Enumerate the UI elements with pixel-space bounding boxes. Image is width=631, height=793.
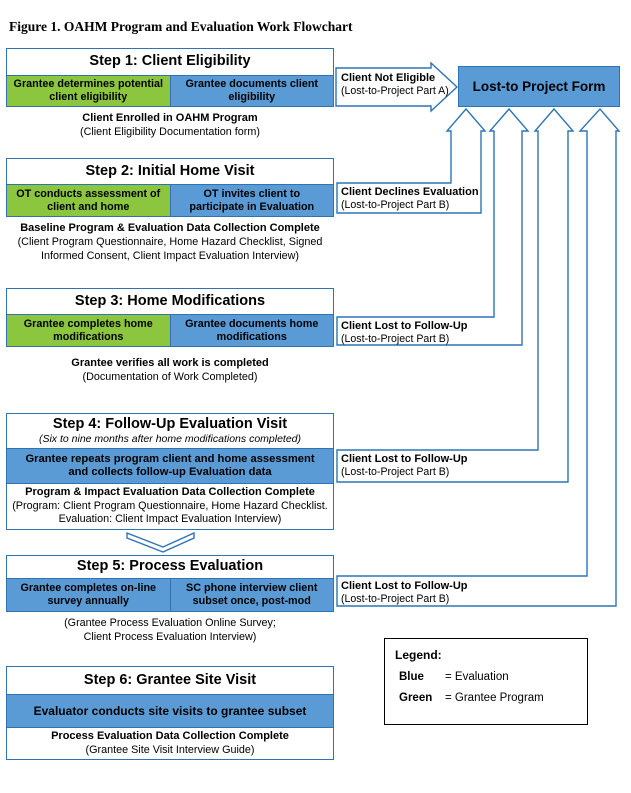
step2-note: Baseline Program & Evaluation Data Colle…	[6, 221, 334, 263]
label-client-lost-step5: Client Lost to Follow-Up (Lost-to-Projec…	[341, 579, 467, 607]
label-c-bold: Client Lost to Follow-Up	[341, 320, 468, 332]
label-d-sub: (Lost-to-Project Part B)	[341, 466, 450, 479]
step1-note-bold: Client Enrolled in OAHM Program	[82, 112, 258, 124]
label-b-bold: Client Declines Evaluation	[341, 186, 479, 198]
elbow-arrow-step4	[336, 107, 575, 483]
step3-note-bold: Grantee verifies all work is completed	[71, 357, 269, 369]
legend-box: Legend: Blue = Evaluation Green = Grante…	[384, 638, 588, 725]
label-a-bold: Client Not Eligible	[341, 72, 436, 84]
elbow-arrow-step3	[336, 107, 530, 346]
step6-note: Process Evaluation Data Collection Compl…	[7, 728, 333, 759]
label-a-sub: (Lost-to-Project Part A)	[341, 85, 449, 98]
label-e-sub: (Lost-to-Project Part B)	[341, 593, 450, 606]
step4-header: Step 4: Follow-Up Evaluation Visit (Six …	[7, 414, 333, 448]
legend-term-green: Green	[399, 692, 433, 704]
step6-note-line: (Grantee Site Visit Interview Guide)	[85, 743, 255, 756]
step5-header: Step 5: Process Evaluation	[7, 556, 333, 578]
legend-term-blue: Blue	[399, 671, 424, 683]
step6-eval-band: Evaluator conducts site visits to grante…	[7, 694, 333, 728]
step5-interview-cell: SC phone interview client subset once, p…	[169, 579, 333, 611]
step2-box: Step 2: Initial Home Visit OT conducts a…	[6, 158, 334, 217]
step1-header: Step 1: Client Eligibility	[7, 49, 333, 75]
label-client-not-eligible: Client Not Eligible (Lost-to-Project Par…	[341, 71, 449, 99]
label-client-lost-step4: Client Lost to Follow-Up (Lost-to-Projec…	[341, 452, 467, 480]
elbow-arrow-step5	[336, 107, 621, 607]
step3-note-line: (Documentation of Work Completed)	[82, 370, 258, 383]
legend-item-blue: Blue = Evaluation	[395, 671, 587, 683]
step2-note-line: (Client Program Questionnaire, Home Haza…	[17, 235, 323, 248]
step3-header: Step 3: Home Modifications	[7, 289, 333, 314]
step3-grantee-cell: Grantee completes home modifications	[7, 315, 170, 346]
label-d-bold: Client Lost to Follow-Up	[341, 453, 468, 465]
step3-box: Step 3: Home Modifications Grantee compl…	[6, 288, 334, 347]
step5-note-line: (Grantee Process Evaluation Online Surve…	[64, 617, 276, 629]
step4-subheader: (Six to nine months after home modificat…	[38, 432, 302, 445]
step2-row: OT conducts assessment of client and hom…	[7, 184, 333, 216]
step5-note-line: Client Process Evaluation Interview)	[83, 630, 257, 643]
down-chevron-arrow	[126, 531, 195, 553]
step6-box: Step 6: Grantee Site Visit Evaluator con…	[6, 666, 334, 760]
label-e-bold: Client Lost to Follow-Up	[341, 580, 468, 592]
step4-note: Program & Impact Evaluation Data Collect…	[7, 484, 333, 529]
step4-box: Step 4: Follow-Up Evaluation Visit (Six …	[6, 413, 334, 530]
step1-eval-cell: Grantee documents client eligibility	[169, 76, 333, 106]
step1-note-line: (Client Eligibility Documentation form)	[79, 125, 260, 138]
legend-desc-blue: = Evaluation	[445, 671, 509, 683]
step1-box: Step 1: Client Eligibility Grantee deter…	[6, 48, 334, 107]
figure-title: Figure 1. OAHM Program and Evaluation Wo…	[9, 19, 353, 34]
step6-header: Step 6: Grantee Site Visit	[7, 667, 333, 694]
legend-title: Legend:	[395, 648, 442, 662]
step1-note: Client Enrolled in OAHM Program (Client …	[6, 111, 334, 140]
step3-note: Grantee verifies all work is completed (…	[6, 356, 334, 385]
step4-note-line: (Program: Client Program Questionnaire, …	[12, 499, 328, 512]
step3-row: Grantee completes home modifications Gra…	[7, 314, 333, 346]
step4-note-line: Evaluation: Client Impact Evaluation Int…	[58, 513, 282, 526]
label-c-sub: (Lost-to-Project Part B)	[341, 333, 450, 346]
step2-grantee-cell: OT conducts assessment of client and hom…	[7, 185, 170, 216]
step3-eval-cell: Grantee documents home modifications	[169, 315, 333, 346]
step5-survey-cell: Grantee completes on-line survey annuall…	[7, 579, 170, 611]
label-client-lost-step3: Client Lost to Follow-Up (Lost-to-Projec…	[341, 319, 467, 347]
step2-note-bold: Baseline Program & Evaluation Data Colle…	[20, 222, 320, 234]
step2-eval-cell: OT invites client to participate in Eval…	[169, 185, 333, 216]
step1-grantee-cell: Grantee determines potential client elig…	[7, 76, 170, 106]
step4-header-text: Step 4: Follow-Up Evaluation Visit	[52, 415, 288, 432]
step6-note-bold: Process Evaluation Data Collection Compl…	[51, 729, 289, 742]
legend-desc-green: = Grantee Program	[445, 692, 544, 704]
step5-box: Step 5: Process Evaluation Grantee compl…	[6, 555, 334, 612]
legend-item-green: Green = Grantee Program	[395, 692, 587, 704]
step2-header: Step 2: Initial Home Visit	[7, 159, 333, 184]
lost-to-project-form-box: Lost-to Project Form	[458, 66, 620, 107]
step1-row: Grantee determines potential client elig…	[7, 75, 333, 106]
step2-note-line: Informed Consent, Client Impact Evaluati…	[40, 249, 300, 262]
label-client-declines-evaluation: Client Declines Evaluation (Lost-to-Proj…	[341, 185, 479, 213]
step4-note-bold: Program & Impact Evaluation Data Collect…	[25, 486, 315, 499]
step5-note: (Grantee Process Evaluation Online Surve…	[6, 617, 334, 645]
label-b-sub: (Lost-to-Project Part B)	[341, 199, 450, 212]
step4-eval-band: Grantee repeats program client and home …	[7, 448, 333, 484]
step5-row: Grantee completes on-line survey annuall…	[7, 578, 333, 611]
